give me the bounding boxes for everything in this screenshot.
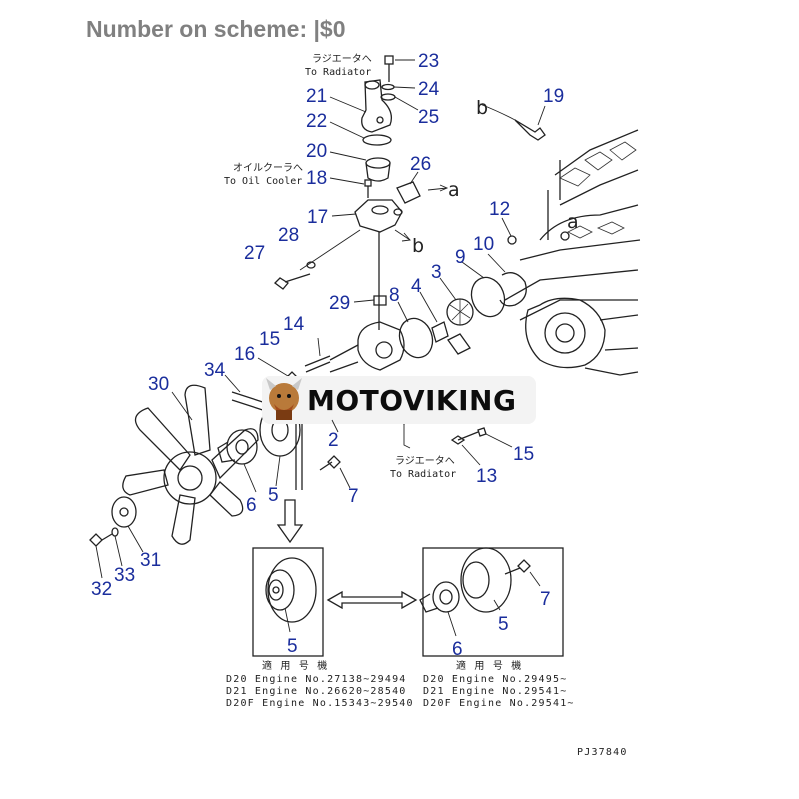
to-radiator-top-en: To Radiator	[305, 67, 371, 78]
to-radiator-bottom-jp: ラジエータへ	[395, 455, 455, 467]
callout-13: 13	[476, 466, 497, 487]
callout-numbers: 23 24 25 21 22 20 26 18 17 19 12 10 9 3 …	[91, 51, 564, 660]
applicability-right-row: D21 Engine No.29541~	[423, 686, 567, 697]
callout-27: 27	[244, 243, 265, 264]
callout-5-detail-right: 5	[498, 614, 509, 635]
callout-4: 4	[411, 276, 422, 297]
direction-labels: ラジエータへ To Radiator オイルクーラへ To Oil Cooler…	[224, 53, 456, 480]
callout-3: 3	[431, 262, 442, 283]
callout-34: 34	[204, 360, 226, 381]
page-heading: Number on scheme: |$0	[86, 16, 346, 42]
arrow-letters: a b b a	[412, 97, 579, 257]
applicability-left-row: D21 Engine No.26620~28540	[226, 686, 407, 697]
callout-32: 32	[91, 579, 112, 600]
letter-a-lower: a	[567, 211, 579, 233]
watermark-logo: MOTOVIKING	[262, 376, 536, 424]
callout-2: 2	[328, 430, 339, 451]
callout-14: 14	[283, 314, 305, 335]
engine-block	[504, 129, 641, 376]
callout-12: 12	[489, 199, 510, 220]
callout-5-detail-left: 5	[287, 636, 298, 657]
detail-box-right	[419, 547, 564, 657]
applicability-right-row: D20 Engine No.29495~	[423, 674, 567, 685]
callout-33: 33	[114, 565, 135, 586]
water-pump	[257, 272, 527, 490]
drawing-code: PJ37840	[577, 747, 628, 758]
callout-15-upper: 15	[259, 329, 280, 350]
detail-box-left	[252, 547, 324, 657]
to-oil-cooler-en: To Oil Cooler	[224, 176, 302, 187]
letter-b-upper: b	[476, 97, 488, 119]
callout-24: 24	[418, 79, 440, 100]
callout-25: 25	[418, 107, 439, 128]
watermark-text: MOTOVIKING	[307, 384, 516, 417]
callout-22: 22	[306, 111, 327, 132]
callout-15-lower: 15	[513, 444, 534, 465]
callout-10: 10	[473, 234, 494, 255]
to-radiator-bottom-en: To Radiator	[390, 469, 456, 480]
callout-20: 20	[306, 141, 327, 162]
callout-9: 9	[455, 247, 466, 268]
callout-29: 29	[329, 293, 350, 314]
letter-a-upper: a	[448, 179, 460, 201]
callout-17: 17	[307, 207, 328, 228]
letter-b-lower: b	[412, 235, 424, 257]
callout-18: 18	[306, 168, 327, 189]
callout-7-detail-right: 7	[540, 589, 551, 610]
callout-21: 21	[306, 86, 327, 107]
callout-7-main: 7	[348, 486, 359, 507]
applicability-left-header: 適 用 号 機	[262, 659, 328, 672]
callout-31: 31	[140, 550, 161, 571]
to-oil-cooler-jp: オイルクーラへ	[233, 162, 303, 174]
callout-23: 23	[418, 51, 439, 72]
leader-lines	[95, 59, 546, 579]
to-radiator-top-jp: ラジエータへ	[312, 53, 372, 65]
callout-16: 16	[234, 344, 255, 365]
detail-arrow	[276, 499, 418, 610]
callout-5-main: 5	[268, 485, 279, 506]
viking-mascot-icon	[266, 378, 302, 420]
callout-6-detail-right: 6	[452, 639, 463, 660]
applicability-right: 適 用 号 機 D20 Engine No.29495~ D21 Engine …	[423, 659, 575, 709]
callout-30: 30	[148, 374, 169, 395]
applicability-left-row: D20 Engine No.27138~29494	[226, 674, 407, 685]
applicability-left: 適 用 号 機 D20 Engine No.27138~29494 D21 En…	[226, 659, 414, 709]
callout-28: 28	[278, 225, 299, 246]
applicability-right-header: 適 用 号 機	[456, 659, 522, 672]
callout-26: 26	[410, 154, 431, 175]
thermostat-assembly	[274, 55, 546, 330]
callout-19: 19	[543, 86, 564, 107]
applicability-right-row: D20F Engine No.29541~	[423, 698, 575, 709]
applicability-left-row: D20F Engine No.15343~29540	[226, 698, 414, 709]
callout-8: 8	[389, 285, 400, 306]
callout-6-main: 6	[246, 495, 257, 516]
